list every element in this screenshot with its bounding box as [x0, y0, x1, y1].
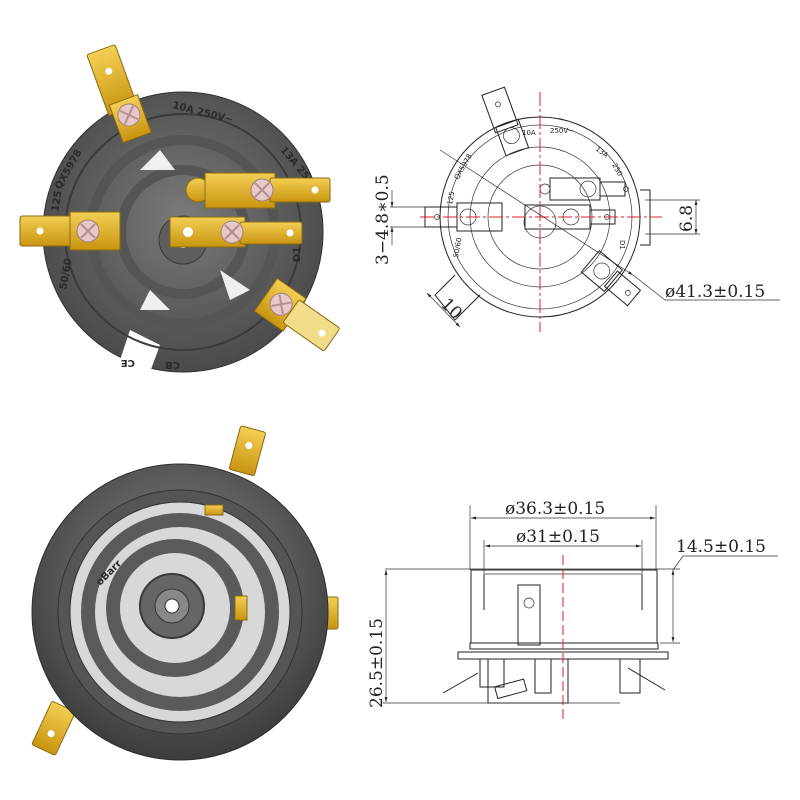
vent-openings [140, 150, 250, 310]
marking-text: 125 [446, 191, 456, 206]
terminal-center [169, 216, 303, 248]
terminal-inner [234, 595, 248, 621]
thermostat-top-drawing: 10A 250V~ 13A 250 QX5978 125 50/60 D1 3−… [373, 86, 780, 332]
terminal-outline-top [481, 86, 530, 157]
dim-notch-width: 10 [426, 292, 466, 328]
leg [479, 658, 505, 688]
dim-body-height: 14.5±0.15 [385, 537, 778, 644]
thermostat-bottom-photo: oBarr [31, 425, 339, 761]
dim-label: ø31±0.15 [516, 527, 600, 547]
dim-label: 10 [436, 294, 465, 323]
screw-icon [523, 597, 535, 609]
dim-label: 14.5±0.15 [676, 537, 766, 557]
terminal-tab [494, 678, 528, 700]
flange-lip [469, 642, 659, 650]
dim-outer-diameter: ø36.3±0.15 [469, 499, 657, 570]
leg [534, 658, 552, 694]
terminal-right-upper [185, 172, 331, 209]
marking-text: 250V~ [550, 127, 574, 135]
dim-inner-diameter: ø31±0.15 [483, 527, 643, 574]
terminal-inner [204, 504, 224, 516]
terminal-bottom-right [253, 277, 340, 352]
leg [487, 658, 569, 704]
thermostat-top-photo: 10A 250V~ 13A 250 QX5978 125 50/60 D1 CE… [19, 44, 340, 373]
marking-text: D1 [292, 247, 303, 262]
dim-label: ø36.3±0.15 [505, 499, 605, 519]
leg [619, 658, 641, 694]
dim-label: 6.8 [677, 205, 697, 232]
marking-text: 50/60 [58, 258, 74, 291]
dim-label: 26.5±0.15 [367, 618, 387, 708]
marking-text: 125 [50, 190, 64, 213]
terminal-outline-bottom [580, 249, 642, 307]
terminal-outline-right-upper [539, 177, 629, 201]
dim-outer-diameter: ø41.3±0.15 [439, 149, 780, 302]
lead-wire [442, 672, 479, 694]
dim-total-height: 26.5±0.15 [367, 570, 620, 708]
terminal-top [86, 44, 152, 144]
dim-label: ø41.3±0.15 [665, 282, 765, 302]
center-hole [164, 598, 180, 614]
marking-text: D1 [618, 240, 626, 250]
terminal-profile [517, 584, 541, 646]
notch [120, 330, 160, 372]
marking-text: 10A [522, 129, 536, 137]
marking-text: QX5978 [453, 153, 474, 181]
marking-text: 13A [594, 145, 610, 160]
terminal-tab-top [229, 425, 266, 476]
marking-text: CB [165, 359, 180, 370]
terminal-tab-bottom-left [31, 701, 76, 756]
dim-label: 3−4.8∗0.5 [373, 174, 393, 265]
dim-slot-width: 6.8 [645, 199, 700, 235]
terminal-left [19, 211, 121, 251]
marking-text: CE [121, 357, 135, 368]
lead-wire [627, 667, 666, 691]
body-outline [470, 569, 658, 644]
thermostat-side-drawing: ø36.3±0.15 ø31±0.15 14.5±0.15 26.5±0.15 [367, 499, 778, 722]
dim-terminal-width: 3−4.8∗0.5 [373, 174, 425, 265]
ring-outer [81, 513, 279, 711]
marking-text: 50/60 [452, 237, 463, 258]
